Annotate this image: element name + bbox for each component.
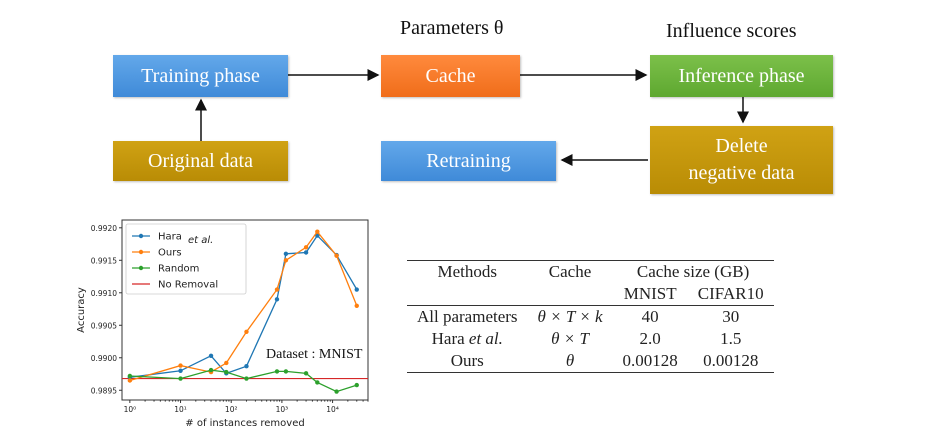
series-point-random: [354, 382, 359, 388]
table-row: Hara et al. θ × T 2.0 1.5: [407, 328, 774, 350]
cache-label: Cache: [425, 64, 476, 87]
x-tick-label: 10²: [225, 405, 238, 414]
series-point-hara: [274, 297, 280, 302]
series-point-ours: [127, 378, 133, 383]
row-cache: θ: [527, 350, 613, 373]
series-point-ours: [244, 329, 249, 334]
table-row: Ours θ 0.00128 0.00128: [407, 350, 774, 373]
legend-label-suffix: et al.: [188, 235, 213, 246]
series-point-ours: [224, 360, 229, 366]
row-cache: θ × T: [551, 329, 589, 348]
series-point-random: [315, 380, 320, 385]
series-point-random: [224, 369, 229, 375]
legend-marker: [138, 233, 144, 239]
y-tick-label: 0.9905: [91, 321, 117, 330]
legend-marker: [138, 265, 144, 271]
series-point-random: [244, 376, 249, 381]
inference-phase-box: Inference phase: [650, 55, 833, 97]
series-point-random: [303, 371, 309, 376]
series-point-ours: [178, 363, 183, 368]
row-cifar10: 30: [687, 305, 774, 328]
legend-box: [125, 223, 247, 295]
series-point-hara: [283, 251, 289, 256]
row-method: Ours: [407, 350, 528, 373]
parameters-theta-label: Parameters θ: [400, 17, 504, 39]
x-tick-label: 10⁴: [326, 405, 339, 414]
delete-label-line2: negative data: [688, 162, 795, 184]
header-cifar10: CIFAR10: [697, 284, 764, 303]
x-axis-label: # of instances removed: [185, 418, 304, 429]
series-point-random: [274, 369, 280, 374]
header-methods: Methods: [407, 260, 528, 283]
row-mnist: 2.0: [639, 329, 661, 348]
row-cache: θ × T × k: [527, 305, 613, 328]
series-point-hara: [244, 364, 249, 369]
row-mnist: 40: [612, 305, 688, 328]
header-cache-size: Cache size (GB): [612, 260, 774, 283]
row-cifar10: 1.5: [720, 329, 742, 348]
x-tick-label: 10³: [276, 405, 289, 414]
series-point-hara: [178, 368, 183, 373]
series-point-random: [178, 376, 183, 381]
y-tick-label: 0.9900: [91, 354, 117, 363]
series-point-hara: [315, 233, 320, 238]
series-point-ours: [334, 253, 339, 258]
legend-label: No Removal: [158, 280, 218, 291]
influence-scores-label: Influence scores: [666, 20, 797, 42]
accuracy-chart: 0.9895 0.9900 0.9905 0.9910 0.9915 0.9920 10⁰ 1…: [76, 219, 369, 429]
header-cache: Cache: [527, 260, 613, 283]
series-point-hara: [208, 353, 214, 359]
y-tick-label: 0.9920: [91, 224, 117, 233]
series-point-random: [334, 389, 339, 394]
y-tick-label: 0.9895: [91, 386, 117, 395]
flow-arrows: [195, 69, 749, 166]
series-point-ours: [303, 245, 309, 250]
hara-suffix: et al.: [468, 329, 503, 348]
header-mnist: MNIST: [623, 284, 677, 303]
table-row: All parameters θ × T × k 40 30: [407, 305, 774, 328]
retraining-label: Retraining: [426, 149, 511, 172]
dataset-annotation: Dataset : MNIST: [266, 347, 363, 362]
training-phase-box: Training phase: [113, 55, 288, 97]
row-mnist: 0.00128: [612, 350, 688, 373]
y-tick-label: 0.9915: [91, 256, 117, 265]
series-point-ours: [283, 258, 289, 263]
inference-phase-label: Inference phase: [678, 64, 805, 87]
series-point-ours: [354, 303, 359, 308]
training-phase-label: Training phase: [141, 64, 260, 87]
y-axis-label: Accuracy: [76, 287, 87, 333]
series-point-ours: [274, 287, 280, 292]
original-data-box: Original data: [113, 141, 288, 181]
delete-label-line1: Delete: [715, 135, 768, 157]
row-method: Hara et al.: [431, 329, 503, 348]
row-cifar10: 0.00128: [687, 350, 774, 373]
delete-negative-data-box: Delete negative data: [650, 126, 833, 194]
series-point-random: [127, 373, 133, 379]
row-method: All parameters: [407, 305, 528, 328]
original-data-label: Original data: [148, 149, 253, 172]
series-point-random: [208, 367, 214, 373]
series-point-ours: [315, 229, 320, 234]
legend-label: Hara: [158, 232, 182, 243]
retraining-box: Retraining: [381, 141, 556, 181]
legend-label: Ours: [158, 248, 182, 259]
legend-label: Random: [158, 264, 199, 275]
legend-marker: [138, 249, 144, 255]
series-point-hara: [303, 250, 309, 255]
plot-frame: [121, 219, 369, 401]
cache-size-table: Methods Cache Cache size (GB) MNIST CIFA…: [407, 260, 774, 373]
y-tick-label: 0.9910: [91, 289, 117, 298]
cache-box: Cache: [381, 55, 520, 97]
x-tick-label: 10⁰: [124, 405, 137, 414]
series-point-hara: [354, 287, 359, 292]
series-point-random: [283, 369, 289, 374]
x-tick-label: 10¹: [174, 405, 187, 414]
